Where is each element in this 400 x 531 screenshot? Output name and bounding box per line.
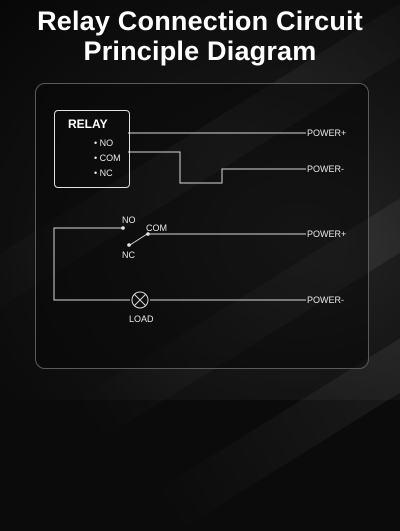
wire-com-power-minus	[128, 151, 306, 184]
com-contact-dot	[146, 232, 150, 236]
diagram-panel	[35, 83, 369, 369]
relay-pin-no-label: NO	[99, 138, 114, 148]
switch-no-label: NO	[122, 215, 136, 225]
page-title-line2: Principle Diagram	[83, 36, 317, 66]
no-contact-dot	[121, 226, 125, 230]
nc-contact-dot	[127, 243, 131, 247]
circuit-wires	[53, 132, 306, 309]
relay-pin-nc: • NC	[94, 168, 113, 178]
load-label: LOAD	[129, 314, 154, 324]
bottom-power-minus-label: POWER-	[307, 295, 344, 305]
relay-pin-no: • NO	[94, 138, 114, 148]
switch-blade	[129, 233, 148, 246]
relay-pin-nc-label: NC	[99, 168, 113, 178]
relay-module	[54, 110, 130, 188]
switch-nc-label: NC	[122, 250, 135, 260]
relay-pin-com: • COM	[94, 153, 121, 163]
relay-title: RELAY	[68, 117, 108, 131]
wire-no-load	[53, 227, 130, 301]
load-bulb-icon	[131, 291, 149, 309]
page-title-line1: Relay Connection Circuit	[37, 6, 363, 36]
top-power-minus-label: POWER-	[307, 164, 344, 174]
load-bulb-cross	[133, 293, 147, 307]
switch-com-label: COM	[146, 223, 167, 233]
top-power-plus-label: POWER+	[307, 128, 347, 138]
bottom-power-plus-label: POWER+	[307, 229, 347, 239]
relay-pin-com-label: COM	[99, 153, 121, 163]
